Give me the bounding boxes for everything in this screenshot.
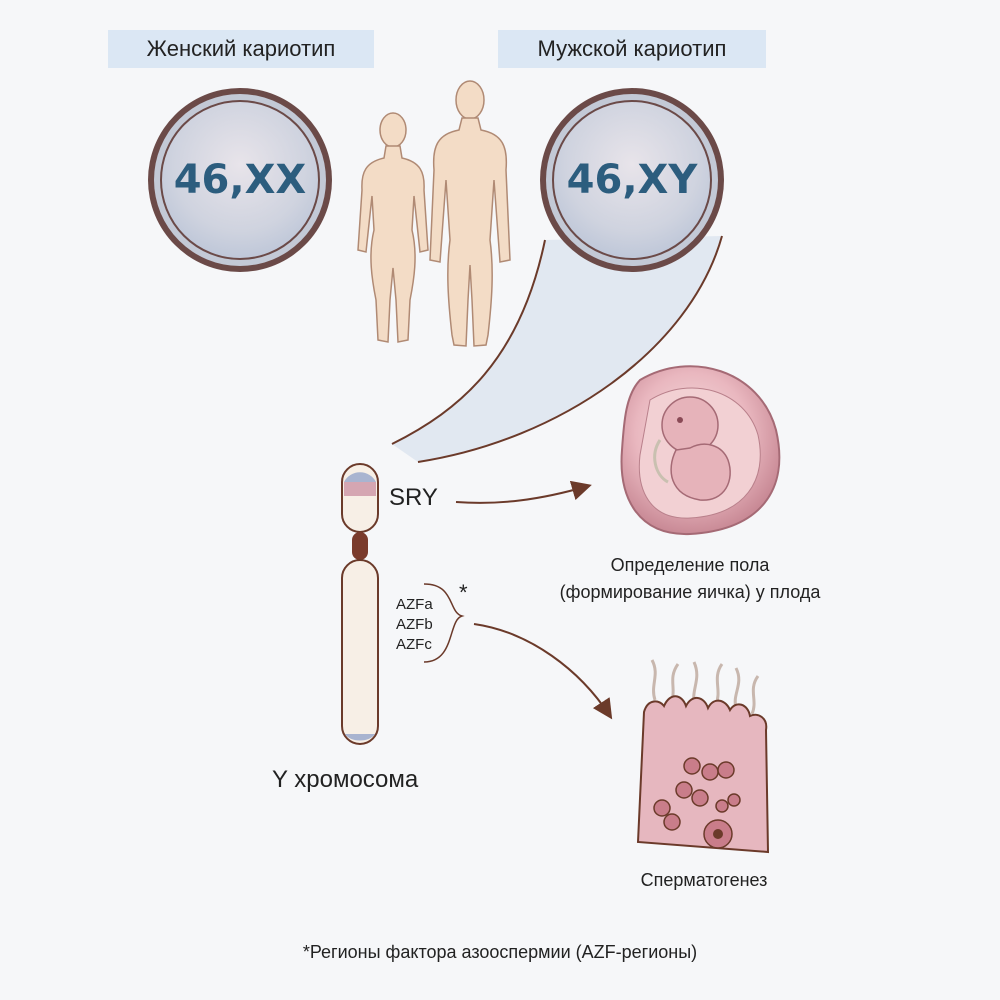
sry-arrow <box>455 480 592 504</box>
sex-determination-line1: Определение пола <box>610 555 770 575</box>
sex-determination-line2: (формирование яичка) у плода <box>559 582 821 602</box>
male-karyotype-label: Мужской кариотип <box>498 30 766 68</box>
footnote: *Регионы фактора азооспермии (AZF-регион… <box>302 942 698 962</box>
azf-bracket <box>423 583 465 663</box>
spermatogenesis-caption: Сперматогенез <box>640 870 768 890</box>
female-karyotype-value: 46,XX <box>160 100 320 260</box>
seminiferous-tissue-icon <box>636 659 770 854</box>
azfc-label: AZFc <box>396 636 432 653</box>
female-karyotype-circle: 46,XX <box>148 88 332 272</box>
female-karyotype-label: Женский кариотип <box>108 30 374 68</box>
female-figure-icon <box>357 112 429 343</box>
sex-determination-caption: Определение пола (формирование яичка) у … <box>540 552 840 606</box>
male-figure-icon <box>429 80 511 347</box>
azf-arrow <box>473 623 613 720</box>
y-chromosome-title: Y хромосома <box>272 766 419 793</box>
sry-label: SRY <box>389 484 438 511</box>
embryo-icon <box>620 365 781 536</box>
azfa-label: AZFa <box>396 596 433 613</box>
azfb-label: AZFb <box>396 616 433 633</box>
male-karyotype-circle: 46,XY <box>540 88 724 272</box>
y-chromosome <box>341 463 379 745</box>
azf-asterisk: * <box>459 580 468 605</box>
male-karyotype-value: 46,XY <box>552 100 712 260</box>
